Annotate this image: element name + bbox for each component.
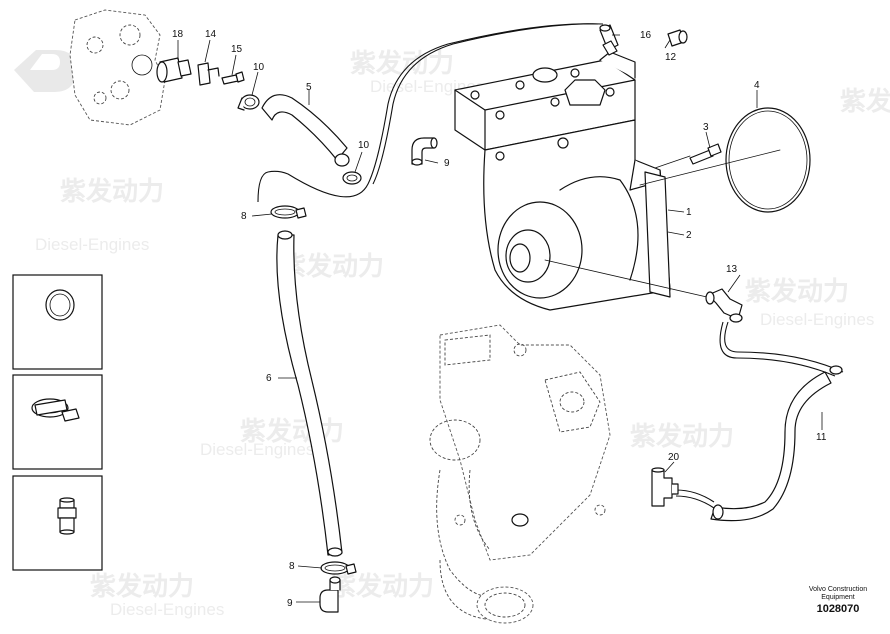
callout-13: 13: [726, 264, 738, 275]
pipe-route-tee: [675, 489, 715, 503]
watermark-brand: 紫发动力: [240, 416, 344, 446]
callout-16: 16: [640, 30, 652, 41]
nipple-12: [667, 29, 688, 47]
callout-5: 5: [306, 82, 312, 93]
elbow-connector-16: [599, 24, 619, 56]
callout-12: 12: [665, 52, 677, 63]
callout-20: 20: [668, 452, 680, 463]
callout-8-top: 8: [241, 211, 247, 222]
hose-6: [276, 230, 343, 557]
hose-clamp-8-bottom: [320, 561, 357, 575]
watermark-brand: 紫发动力: [745, 276, 849, 306]
callout-2: 2: [686, 230, 692, 241]
hose-clamp-10-top: [237, 94, 260, 111]
callout-18: 18: [172, 29, 184, 40]
elbow-9-bottom: [319, 576, 341, 613]
callout-9-top: 9: [444, 158, 450, 169]
elbow-13: [705, 288, 743, 323]
pipe-route-right-inner: [719, 321, 836, 377]
watermark-layer: 紫发动力 Diesel-Engines 紫发动力 Diesel-Engines …: [14, 48, 890, 619]
air-compressor: [454, 51, 671, 311]
lower-bend-pipe: [439, 559, 534, 624]
leader-lines: [42, 34, 823, 603]
engine-block-outline-lower: [429, 324, 611, 598]
watermark-sub: Diesel-Engines: [760, 310, 874, 329]
tee-fitting-20: [651, 467, 679, 507]
engine-block-outline-top-left: [69, 9, 166, 126]
callout-4: 4: [754, 80, 760, 91]
callout-6: 6: [266, 373, 272, 384]
pipe-route-tee-inner: [675, 495, 715, 509]
screw-15: [221, 71, 245, 85]
inset-box-17: [12, 374, 103, 470]
callout-15: 15: [231, 44, 243, 55]
assembly-axis-lower: [544, 259, 721, 301]
callout-11: 11: [816, 432, 827, 443]
watermark-brand: 紫发动力: [840, 86, 890, 116]
watermark-brand: 紫发动力: [330, 571, 434, 601]
footer-drawing-number: 1028070: [817, 603, 860, 615]
screw-3: [654, 143, 722, 169]
watermark-brand: 紫发动力: [60, 176, 164, 206]
callout-3: 3: [703, 122, 709, 133]
watermark-logo: [14, 50, 76, 92]
pipe-route-top: [257, 23, 599, 203]
callout-10-top: 10: [253, 62, 265, 73]
pipe-route-top-outer: [372, 23, 604, 185]
watermark-sub: Diesel-Engines: [200, 440, 314, 459]
o-ring-4: [725, 107, 811, 213]
callout-9-bottom: 9: [287, 598, 293, 609]
clip-14: [197, 62, 220, 86]
hose-11: [710, 365, 843, 522]
watermark-sub: Diesel-Engines: [110, 600, 224, 619]
elbow-9-top: [411, 137, 438, 166]
drawing-footer: Volvo Construction Equipment 1028070: [809, 586, 867, 615]
pipe-route-right: [724, 321, 844, 373]
callout-14: 14: [205, 29, 217, 40]
nipple-18: [156, 57, 192, 83]
callout-8-bottom: 8: [289, 561, 295, 572]
callout-10-lower: 10: [358, 140, 370, 151]
watermark-brand: 紫发动力: [90, 571, 194, 601]
assembly-axis-upper: [639, 149, 781, 186]
inset-box-19: [12, 475, 103, 571]
watermark-brand: 紫发动力: [280, 251, 384, 281]
hose-clamp-8-top: [270, 205, 307, 219]
inset-box-7: [12, 274, 103, 370]
callout-1: 1: [686, 207, 692, 218]
hose-clamp-10-lower: [342, 171, 362, 185]
footer-division: Equipment: [821, 594, 855, 601]
footer-company: Volvo Construction: [809, 586, 867, 593]
watermark-brand: 紫发动力: [630, 421, 734, 451]
hose-5: [261, 94, 350, 167]
watermark-sub: Diesel-Engines: [35, 235, 149, 254]
gasket-2: [644, 171, 671, 298]
